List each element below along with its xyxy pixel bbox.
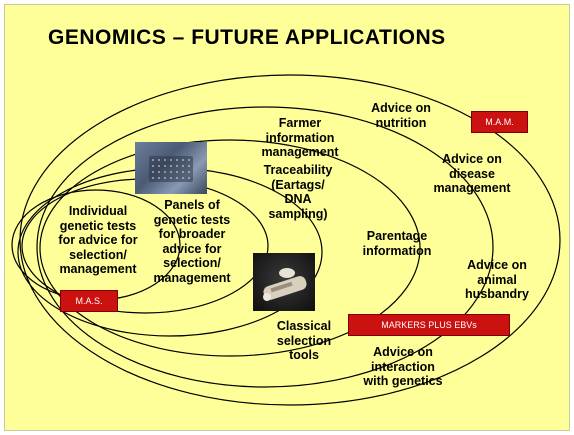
slide-title: GENOMICS – FUTURE APPLICATIONS <box>48 26 446 49</box>
label-advice-disease: Advice on disease management <box>433 152 511 195</box>
genotyping-chip-photo <box>135 142 207 194</box>
tag-mam: M.A.M. <box>471 111 528 133</box>
eartag-icon <box>263 268 307 301</box>
label-individual-genetic-tests: Individual genetic tests for advice for … <box>58 204 138 276</box>
label-advice-interaction: Advice on interaction with genetics <box>363 345 443 388</box>
label-advice-husbandry: Advice on animal husbandry <box>465 258 529 301</box>
label-traceability: Traceability (Eartags/ DNA sampling) <box>263 163 333 221</box>
label-parentage-information: Parentage information <box>362 229 432 258</box>
chip-grid-icon <box>149 156 193 182</box>
eartag-photo <box>253 253 315 311</box>
ellipse-level-4 <box>36 106 494 388</box>
label-advice-nutrition: Advice on nutrition <box>371 101 431 130</box>
ellipse-level-3 <box>39 139 421 357</box>
label-panels-of-genetic-tests: Panels of genetic tests for broader advi… <box>153 198 231 285</box>
tag-mas: M.A.S. <box>60 290 118 312</box>
label-farmer-information: Farmer information management <box>261 116 339 159</box>
label-classical-selection: Classical selection tools <box>276 319 332 362</box>
tag-markers-plus-ebvs: MARKERS PLUS EBVs <box>348 314 510 336</box>
